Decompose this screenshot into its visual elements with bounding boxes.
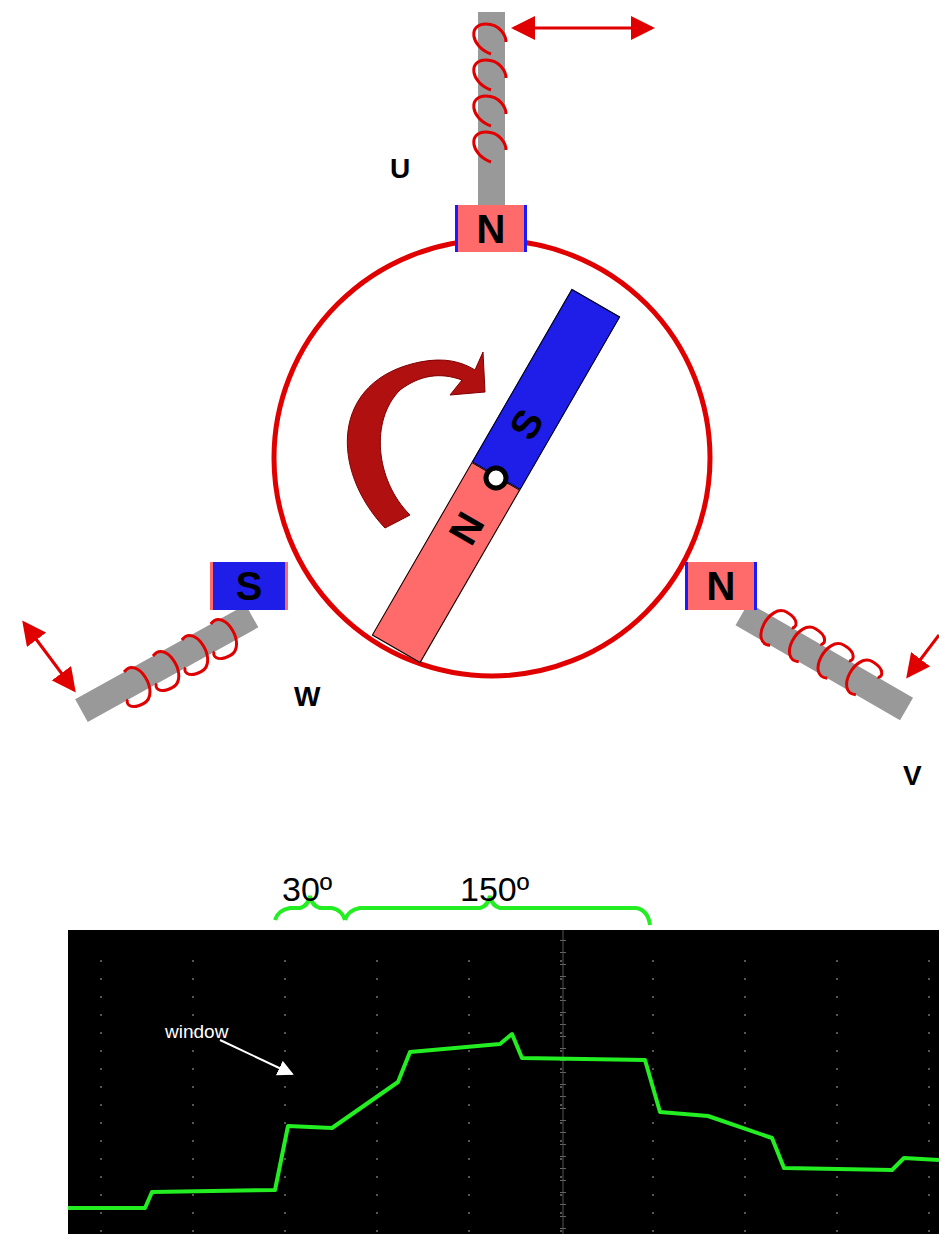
leader-arrow	[220, 1040, 292, 1074]
phase-label: V	[903, 762, 922, 790]
rotor-north: N	[372, 462, 520, 663]
angle-label: 30º	[282, 872, 332, 906]
pole-letter: N	[477, 209, 506, 249]
u-coil	[474, 24, 506, 162]
current-arrow	[908, 635, 939, 676]
phase-label: U	[390, 155, 410, 183]
pivot	[486, 468, 506, 488]
scope-grid	[100, 930, 930, 1234]
pole-letter: N	[441, 505, 490, 550]
stator-pole: N	[685, 562, 757, 610]
window-label: window	[165, 1022, 228, 1041]
pole-letter: S	[502, 402, 550, 445]
current-arrow	[24, 623, 74, 690]
phase-label: W	[294, 683, 320, 711]
pivot	[481, 463, 511, 493]
current-arrow	[514, 27, 652, 30]
stator-ring	[274, 240, 710, 676]
v-core	[735, 593, 919, 721]
w-core	[75, 604, 264, 732]
rotor-south: S	[472, 289, 620, 490]
bemf-trace	[68, 1034, 939, 1208]
u-core	[478, 12, 505, 208]
pole-letter: N	[707, 566, 736, 606]
stator-pole: S	[210, 562, 288, 610]
pole-letter: S	[236, 566, 263, 606]
scope-screen	[68, 930, 939, 1234]
stator-pole: N	[455, 205, 527, 252]
angle-label: 150º	[460, 872, 529, 906]
